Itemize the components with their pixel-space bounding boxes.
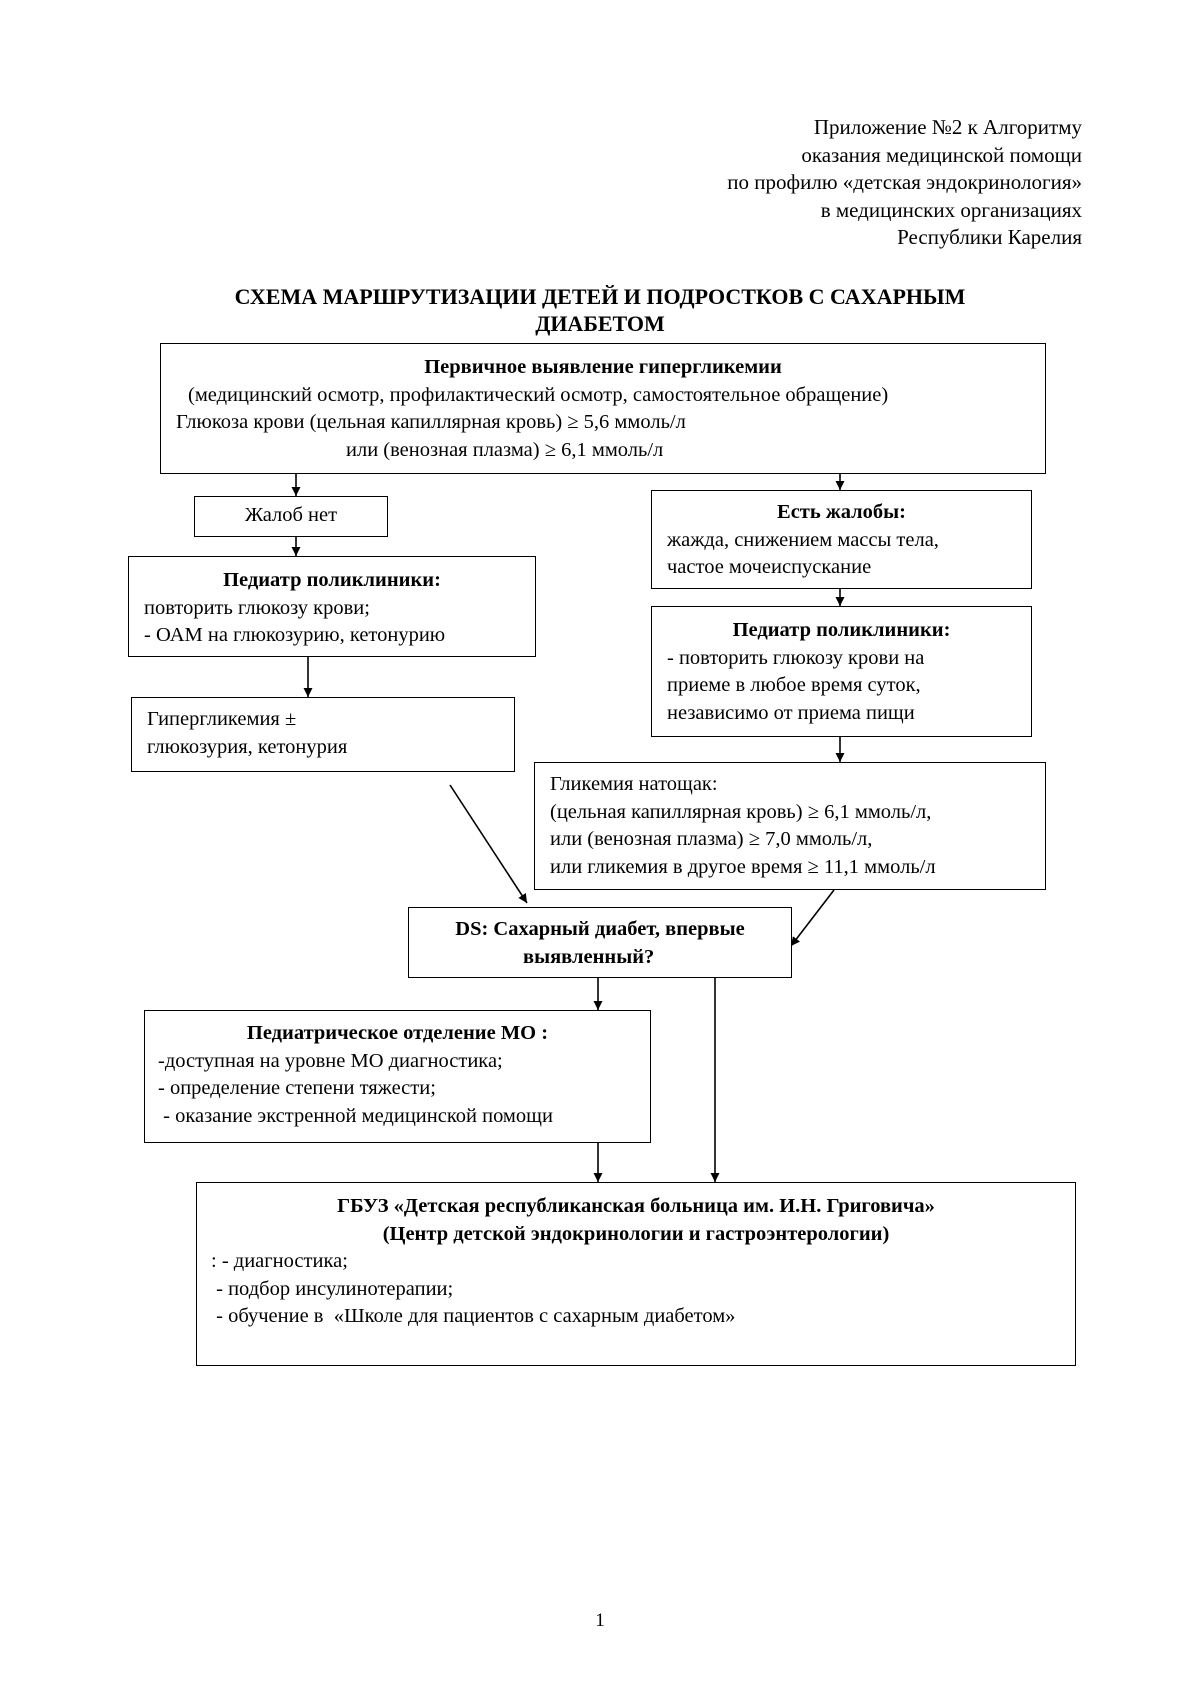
pediatrician-right-box: Педиатр поликлиники: - повторить глюкозу… <box>651 606 1032 737</box>
pediatrician-left-box: Педиатр поликлиники: повторить глюкозу к… <box>128 556 536 657</box>
hyperglycemia-line: глюкозурия, кетонурия <box>147 735 348 758</box>
complaints-line: жажда, снижением массы тела, <box>667 528 939 551</box>
document-title: СХЕМА МАРШРУТИЗАЦИИ ДЕТЕЙ И ПОДРОСТКОВ С… <box>0 283 1200 337</box>
hospital-line: : - диагностика; <box>211 1250 348 1272</box>
no-complaints-label: Жалоб нет <box>244 504 338 526</box>
pediatrician-right-heading: Педиатр поликлиники: <box>732 619 951 641</box>
hospital-heading-2: (Центр детской эндокринологии и гастроэн… <box>382 1222 890 1245</box>
diagnosis-box: DS: Сахарный диабет, впервые выявленный? <box>408 907 792 978</box>
hospital-heading-1: ГБУЗ «Детская республиканская больница и… <box>337 1195 935 1217</box>
pediatric-department-line: - определение степени тяжести; <box>158 1077 436 1099</box>
primary-detection-box: Первичное выявление гипергликемии (медиц… <box>160 343 1046 474</box>
pediatric-department-box: Педиатрическое отделение МО : -доступная… <box>144 1010 651 1143</box>
hyperglycemia-box: Гипергликемия ± глюкозурия, кетонурия <box>131 697 515 772</box>
complaints-box: Есть жалобы: жажда, снижением массы тела… <box>651 490 1032 589</box>
pediatric-department-line: -доступная на уровне МО диагностика; <box>158 1049 503 1072</box>
pediatrician-left-line: повторить глюкозу крови; <box>144 596 370 619</box>
header-line: по профилю «детская эндокринология» <box>727 170 1082 194</box>
title-line-1: СХЕМА МАРШРУТИЗАЦИИ ДЕТЕЙ И ПОДРОСТКОВ С… <box>234 284 966 309</box>
pediatrician-right-line: - повторить глюкозу крови на <box>667 646 925 669</box>
appendix-header: Приложение №2 к Алгоритму оказания медиц… <box>727 114 1082 252</box>
pediatric-department-line: - оказание экстренной медицинской помощи <box>158 1104 553 1127</box>
fasting-glycemia-line: или (венозная плазма) ≥ 7,0 ммоль/л, <box>550 828 873 850</box>
header-line: оказания медицинской помощи <box>801 142 1082 167</box>
primary-detection-line: (медицинский осмотр, профилактический ос… <box>188 383 889 406</box>
hospital-line: - обучение в «Школе для пациентов с саха… <box>211 1305 736 1327</box>
primary-detection-heading: Первичное выявление гипергликемии <box>424 356 782 378</box>
pediatrician-right-line: независимо от приема пищи <box>667 701 915 724</box>
arrow-hyperglycemia-to-diagnosis <box>449 784 528 904</box>
primary-detection-line: или (венозная плазма) ≥ 6,1 ммоль/л <box>346 438 664 461</box>
arrow-fasting-to-diagnosis <box>790 889 835 947</box>
page-number: 1 <box>595 1610 605 1631</box>
hyperglycemia-line: Гипергликемия ± <box>147 708 297 730</box>
pediatric-department-heading: Педиатрическое отделение МО : <box>246 1022 549 1044</box>
fasting-glycemia-line: Гликемия натощак: <box>550 773 718 795</box>
complaints-heading: Есть жалобы: <box>777 501 906 523</box>
pediatrician-right-line: приеме в любое время суток, <box>667 674 921 696</box>
header-line: Приложение №2 к Алгоритму <box>813 115 1082 139</box>
primary-detection-line: Глюкоза крови (цельная капиллярная кровь… <box>176 411 686 433</box>
title-line-2: ДИАБЕТОМ <box>535 311 665 336</box>
pediatrician-left-heading: Педиатр поликлиники: <box>223 569 441 591</box>
header-line: в медицинских организациях <box>820 197 1082 222</box>
hospital-box: ГБУЗ «Детская республиканская больница и… <box>196 1182 1076 1366</box>
fasting-glycemia-line: (цельная капиллярная кровь) ≥ 6,1 ммоль/… <box>550 800 932 823</box>
diagnosis-line-2: выявленный? <box>523 945 655 968</box>
no-complaints-box: Жалоб нет <box>194 496 388 537</box>
diagnosis-line-1: DS: Сахарный диабет, впервые <box>455 918 745 940</box>
pediatrician-left-line: - ОАМ на глюкозурию, кетонурию <box>144 624 446 646</box>
fasting-glycemia-line: или гликемия в другое время ≥ 11,1 ммоль… <box>550 855 936 878</box>
complaints-line: частое мочеиспускание <box>667 556 872 578</box>
header-line: Республики Карелия <box>897 225 1082 249</box>
hospital-line: - подбор инсулинотерапии; <box>211 1277 454 1300</box>
fasting-glycemia-box: Гликемия натощак: (цельная капиллярная к… <box>534 762 1046 890</box>
